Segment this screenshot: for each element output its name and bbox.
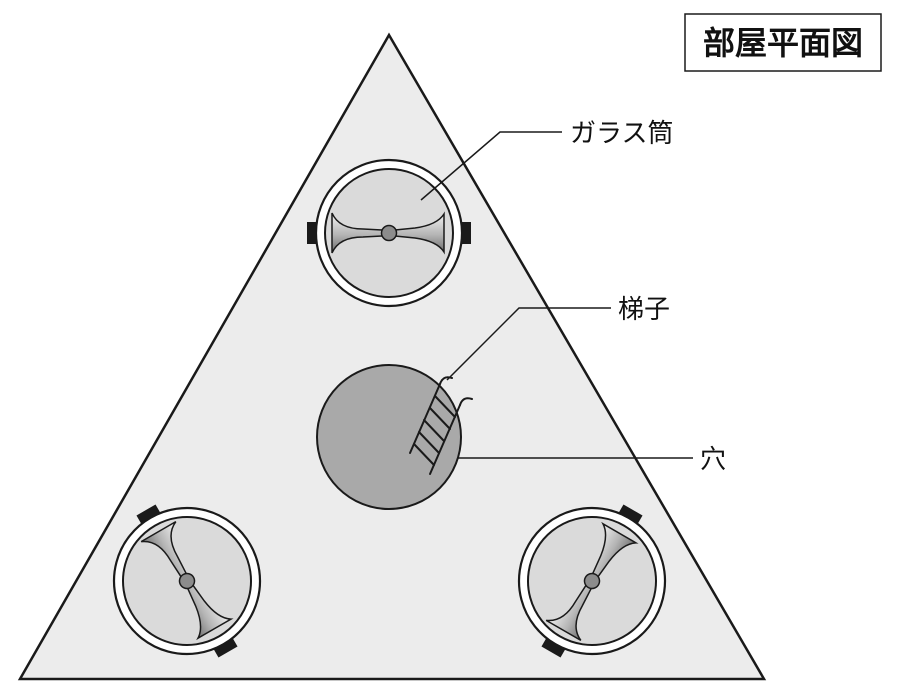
ladder-shape	[409, 376, 473, 475]
page-title: 部屋平面図	[703, 24, 863, 62]
ladder-callout-line	[446, 307, 611, 381]
callout-lines	[420, 131, 693, 459]
hole-label: 穴	[700, 445, 726, 475]
hole-circle	[316, 364, 462, 510]
ladder-label: 梯子	[618, 295, 670, 325]
glass-tube-label: ガラス筒	[570, 119, 673, 149]
glass-tube-callout-line	[420, 131, 562, 201]
title-box: 部屋平面図	[684, 13, 882, 72]
